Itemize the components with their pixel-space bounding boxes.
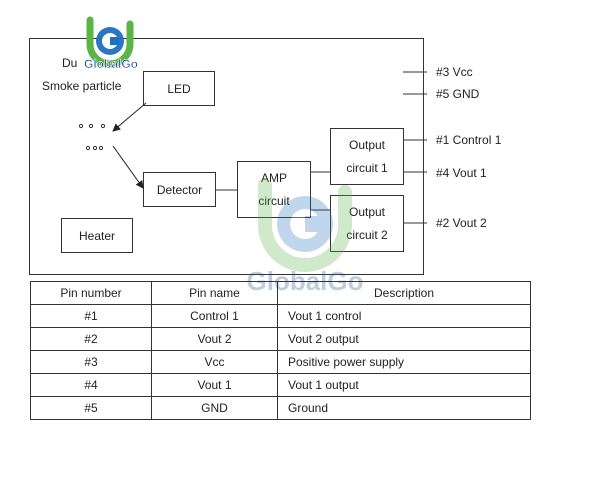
table-row: #3 Vcc Positive power supply — [30, 350, 531, 374]
table-row: #4 Vout 1 Vout 1 output — [30, 373, 531, 397]
output2-label-line2: circuit 2 — [346, 228, 388, 242]
heater-block — [61, 218, 133, 253]
pin-name-cell: Vout 1 — [151, 373, 278, 397]
led-label: LED — [167, 82, 191, 96]
output1-label-line1: Output — [349, 138, 386, 152]
table-header-row: Pin number Pin name Description — [30, 281, 531, 305]
pin-number-cell: #2 — [30, 327, 152, 351]
pin-name-cell: Control 1 — [151, 304, 278, 328]
output2-label-line1: Output — [349, 205, 386, 219]
pin-name-cell: Vcc — [151, 350, 278, 374]
smoke-particles — [78, 123, 106, 151]
pin-name-cell: GND — [151, 396, 278, 420]
output-circuit-2-block — [330, 195, 404, 252]
led-block — [143, 71, 215, 106]
amp-label-line2: circuit — [258, 194, 290, 208]
output-circuit-1-block — [330, 128, 404, 185]
particles-to-detector-arrow — [112, 145, 144, 189]
detector-label: Detector — [157, 183, 202, 197]
pin-description-cell: Vout 1 control — [277, 304, 531, 328]
detector-block — [143, 172, 216, 207]
pin-description-cell: Positive power supply — [277, 350, 531, 374]
pin-number-cell: #5 — [30, 396, 152, 420]
table-row: #1 Control 1 Vout 1 control — [30, 304, 531, 328]
pin-vcc-label: #3 Vcc — [436, 65, 473, 79]
pin-number-cell: #3 — [30, 350, 152, 374]
module-outline — [29, 38, 424, 275]
amp-label-line1: AMP — [261, 171, 287, 185]
pin-control1-label: #1 Control 1 — [436, 133, 502, 147]
pin-description-cell: Vout 2 output — [277, 327, 531, 351]
label-du: Du — [62, 56, 77, 70]
pin-gnd-label: #5 GND — [436, 87, 480, 101]
amp-circuit-block — [237, 161, 311, 218]
led-to-particles-arrow — [112, 102, 147, 132]
header-description: Description — [277, 281, 531, 305]
table-row: #5 GND Ground — [30, 396, 531, 420]
pin-number-cell: #4 — [30, 373, 152, 397]
block-diagram: Du Smoke particle LED Detector AMP circu… — [29, 38, 502, 275]
header-pin-name: Pin name — [151, 281, 278, 305]
heater-label: Heater — [79, 229, 115, 243]
smoke-particle-label: Smoke particle — [42, 79, 122, 93]
pin-vout2-label: #2 Vout 2 — [436, 216, 487, 230]
header-pin-number: Pin number — [30, 281, 152, 305]
pin-number-cell: #1 — [30, 304, 152, 328]
table-row: #2 Vout 2 Vout 2 output — [30, 327, 531, 351]
pin-name-cell: Vout 2 — [151, 327, 278, 351]
pin-table: Pin number Pin name Description #1 Contr… — [30, 281, 531, 420]
pin-description-cell: Vout 1 output — [277, 373, 531, 397]
output1-label-line2: circuit 1 — [346, 161, 388, 175]
pin-description-cell: Ground — [277, 396, 531, 420]
pin-vout1-label: #4 Vout 1 — [436, 166, 487, 180]
